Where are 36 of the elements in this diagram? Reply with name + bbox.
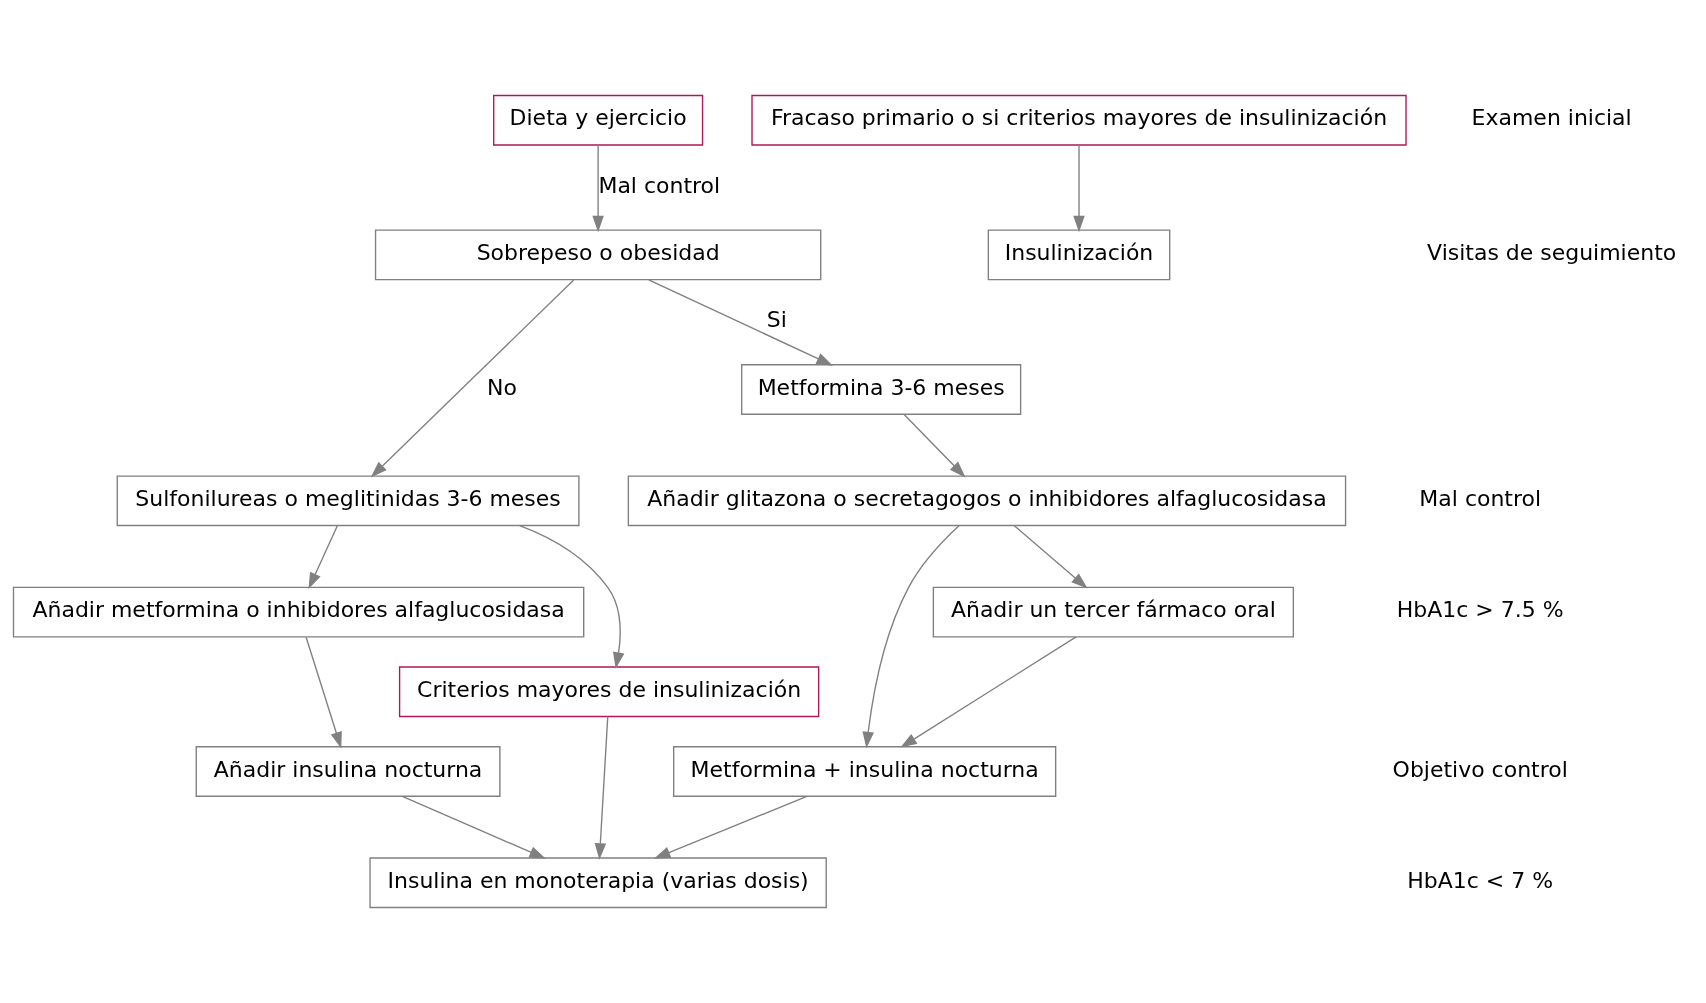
label: Visitas de seguimiento [1427, 240, 1677, 266]
node-box: Dieta y ejercicio [493, 94, 704, 146]
node-box: Añadir metformina o inhibidores alfaglucosidasa [12, 586, 585, 638]
arrow [903, 413, 966, 478]
node-box: Fracaso primario o si criterios mayores de insulinización [751, 94, 1407, 146]
edge-label: Si [766, 307, 787, 333]
node-box: Sobrepeso o obesidad [374, 229, 822, 281]
edge-label: Mal control [598, 172, 721, 198]
node-box: Añadir glitazona o secretagogos o inhibidores alfaglucosidasa [627, 475, 1347, 527]
node-box: Insulinización [987, 229, 1171, 281]
node-box: Insulina en monoterapia (varias dosis) [369, 857, 827, 909]
label: Mal control [1419, 486, 1542, 512]
label: Examen inicial [1471, 105, 1632, 131]
arrow [592, 144, 604, 233]
arrow [900, 636, 1077, 748]
node-box: Sulfonilureas o meglitinidas 3-6 meses [116, 475, 580, 527]
arrow [370, 279, 575, 478]
arrow [1013, 525, 1088, 589]
label: HbA1c > 7.5 % [1396, 597, 1564, 623]
arrow [1073, 144, 1085, 233]
node-box: Metformina 3-6 meses [741, 364, 1022, 415]
arrow [308, 525, 339, 590]
arrow [648, 279, 833, 366]
label: HbA1c < 7 % [1407, 867, 1554, 893]
label: Objetivo control [1392, 756, 1568, 782]
arrow [862, 524, 960, 749]
arrow [305, 636, 342, 749]
arrow [401, 795, 546, 859]
node-box: Metformina + insulina nocturna [673, 746, 1057, 797]
node-box: Añadir insulina nocturna [195, 746, 501, 797]
arrow [519, 525, 625, 669]
node-box: Criterios mayores de insulinización [398, 666, 820, 718]
arrow [594, 715, 609, 860]
edge-label: No [487, 374, 517, 400]
node-box: Añadir un tercer fármaco oral [932, 586, 1295, 638]
arrow [653, 795, 808, 859]
